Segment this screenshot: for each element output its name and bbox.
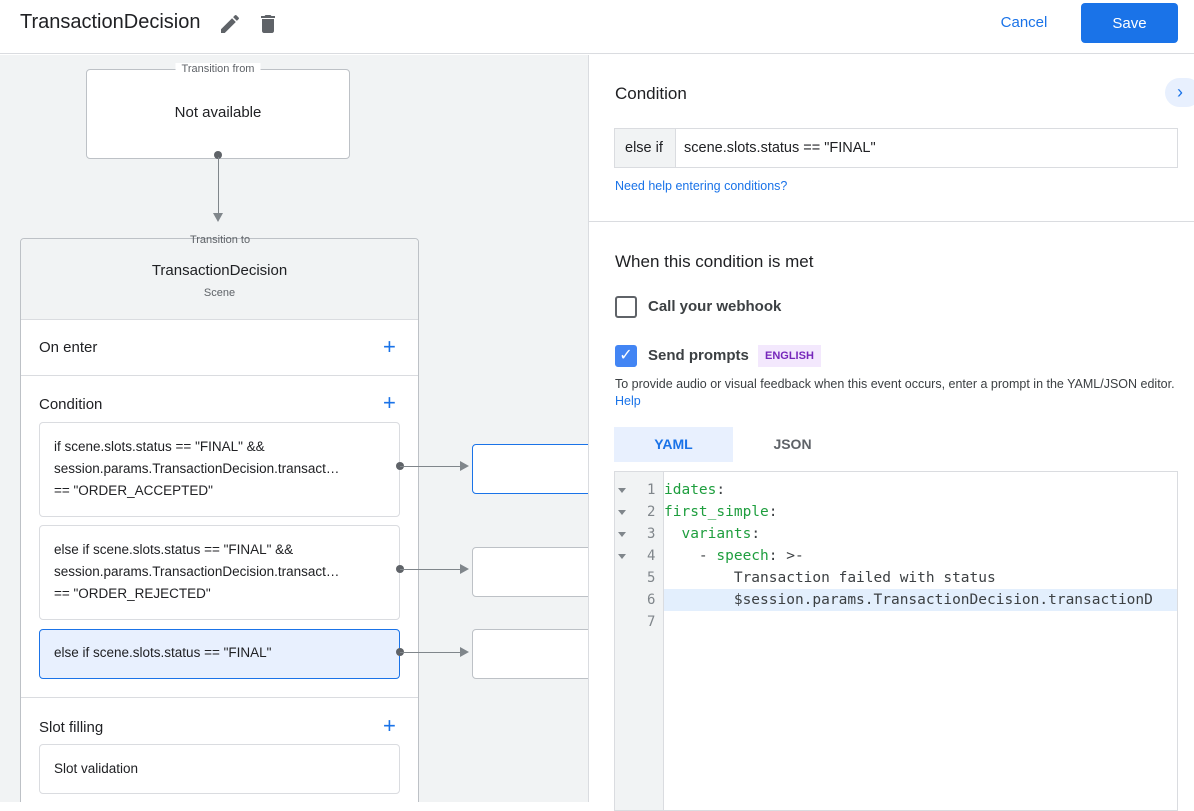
- yaml-punct: : >-: [768, 548, 804, 564]
- condition-section: Condition +: [21, 376, 418, 698]
- line-number: 7: [647, 614, 656, 630]
- arrow-right-icon: [460, 564, 469, 574]
- condition-panel: Condition › else if scene.slots.status =…: [588, 55, 1194, 811]
- slot-filling-label: Slot filling: [39, 719, 104, 736]
- condition-line: else if scene.slots.status == "FINAL": [54, 645, 272, 660]
- help-conditions-link[interactable]: Need help entering conditions?: [615, 179, 788, 193]
- add-on-enter-icon[interactable]: +: [383, 334, 396, 359]
- tab-yaml[interactable]: YAML: [614, 427, 733, 462]
- indent: -: [664, 548, 717, 564]
- arrow-right-icon: [460, 647, 469, 657]
- yaml-punct: :: [716, 482, 726, 498]
- editor-line: 4 - speech: >-: [615, 545, 1177, 567]
- on-enter-label: On enter: [39, 339, 98, 356]
- met-heading: When this condition is met: [615, 252, 814, 271]
- transition-target[interactable]: [472, 444, 588, 494]
- transition-from-label: Transition from: [175, 63, 261, 75]
- yaml-key: variants: [681, 526, 752, 542]
- line-number: 1: [647, 482, 656, 498]
- condition-value[interactable]: scene.slots.status == "FINAL": [684, 140, 876, 156]
- pencil-icon[interactable]: [218, 12, 242, 36]
- condition-input[interactable]: else if scene.slots.status == "FINAL": [614, 128, 1178, 168]
- language-badge: ENGLISH: [758, 345, 821, 367]
- save-button[interactable]: Save: [1081, 3, 1178, 43]
- scene-type: Scene: [203, 287, 236, 299]
- scene-card: Transition to TransactionDecision Scene …: [20, 234, 419, 802]
- condition-line: == "ORDER_REJECTED": [54, 586, 211, 601]
- line-number: 5: [647, 570, 656, 586]
- add-condition-icon[interactable]: +: [383, 390, 396, 415]
- line-number: 4: [647, 548, 656, 564]
- arrow-down-icon: [213, 213, 223, 222]
- fold-arrow-icon[interactable]: [618, 554, 626, 559]
- page-title: TransactionDecision: [20, 11, 201, 33]
- line-number: 2: [647, 504, 656, 520]
- description-text: To provide audio or visual feedback when…: [615, 377, 1175, 391]
- editor-gutter: [615, 472, 664, 810]
- editor-line: 1 idates:: [615, 479, 1177, 501]
- slot-validation-label: Slot validation: [54, 761, 139, 776]
- webhook-checkbox[interactable]: [615, 296, 637, 318]
- connector-line: [400, 466, 462, 467]
- yaml-text: $session.params.TransactionDecision.tran…: [664, 592, 1153, 608]
- yaml-key: first_simple: [664, 504, 769, 520]
- webhook-label: Call your webhook: [648, 298, 782, 315]
- yaml-key: idates: [664, 482, 717, 498]
- slot-validation-card[interactable]: Slot validation: [39, 744, 400, 794]
- condition-heading: Condition: [615, 84, 687, 103]
- editor-line: 7: [615, 611, 1177, 633]
- add-slot-icon[interactable]: +: [383, 713, 396, 738]
- editor-line: 3 variants:: [615, 523, 1177, 545]
- indent: [664, 526, 681, 542]
- condition-line: session.params.TransactionDecision.trans…: [54, 461, 340, 476]
- condition-line: else if scene.slots.status == "FINAL" &&: [54, 542, 294, 557]
- line-number: 3: [647, 526, 656, 542]
- yaml-text: Transaction failed with status: [664, 570, 996, 586]
- tab-json[interactable]: JSON: [773, 436, 812, 452]
- flow-canvas[interactable]: Transition from Not available Transition…: [0, 55, 588, 802]
- fold-arrow-icon[interactable]: [618, 488, 626, 493]
- cancel-button[interactable]: Cancel: [985, 4, 1063, 40]
- fold-arrow-icon[interactable]: [618, 510, 626, 515]
- condition-line: if scene.slots.status == "FINAL" &&: [54, 439, 265, 454]
- condition-card-selected[interactable]: else if scene.slots.status == "FINAL": [39, 629, 400, 679]
- transition-to-label: Transition to: [189, 234, 251, 246]
- send-prompts-label: Send prompts: [648, 347, 749, 364]
- arrow-right-icon: [460, 461, 469, 471]
- transition-from-value: Not available: [174, 104, 262, 121]
- condition-line: == "ORDER_ACCEPTED": [54, 483, 213, 498]
- editor-line: 5 Transaction failed with status: [615, 567, 1177, 589]
- editor-line: 2 first_simple:: [615, 501, 1177, 523]
- line-number: 6: [647, 592, 656, 608]
- help-link[interactable]: Help: [615, 394, 641, 408]
- connector-line: [400, 569, 462, 570]
- top-bar: TransactionDecision Cancel Save: [0, 0, 1194, 54]
- editor-line: 6 $session.params.TransactionDecision.tr…: [615, 589, 1177, 611]
- condition-prefix: else if: [615, 129, 676, 167]
- trash-icon[interactable]: [256, 12, 280, 36]
- transition-target[interactable]: [472, 629, 588, 679]
- send-prompts-checkbox[interactable]: ✓: [615, 345, 637, 367]
- yaml-key: speech: [716, 548, 769, 564]
- scene-name: TransactionDecision: [151, 262, 288, 279]
- condition-label: Condition: [39, 396, 103, 413]
- condition-card[interactable]: if scene.slots.status == "FINAL" && sess…: [39, 422, 400, 517]
- condition-line: session.params.TransactionDecision.trans…: [54, 564, 340, 579]
- yaml-punct: :: [768, 504, 778, 520]
- condition-card[interactable]: else if scene.slots.status == "FINAL" &&…: [39, 525, 400, 620]
- fold-arrow-icon[interactable]: [618, 532, 626, 537]
- connector-line: [218, 157, 219, 215]
- connector-dot: [214, 151, 222, 159]
- collapse-panel-chevron-icon[interactable]: ›: [1165, 78, 1194, 107]
- prompt-description: To provide audio or visual feedback when…: [615, 376, 1175, 410]
- transition-target[interactable]: [472, 547, 588, 597]
- transition-from-box: Transition from Not available: [86, 63, 350, 159]
- yaml-punct: :: [751, 526, 761, 542]
- connector-line: [400, 652, 462, 653]
- divider: [589, 221, 1194, 222]
- on-enter-row[interactable]: On enter +: [21, 320, 418, 376]
- slot-filling-section: Slot filling +: [21, 699, 418, 802]
